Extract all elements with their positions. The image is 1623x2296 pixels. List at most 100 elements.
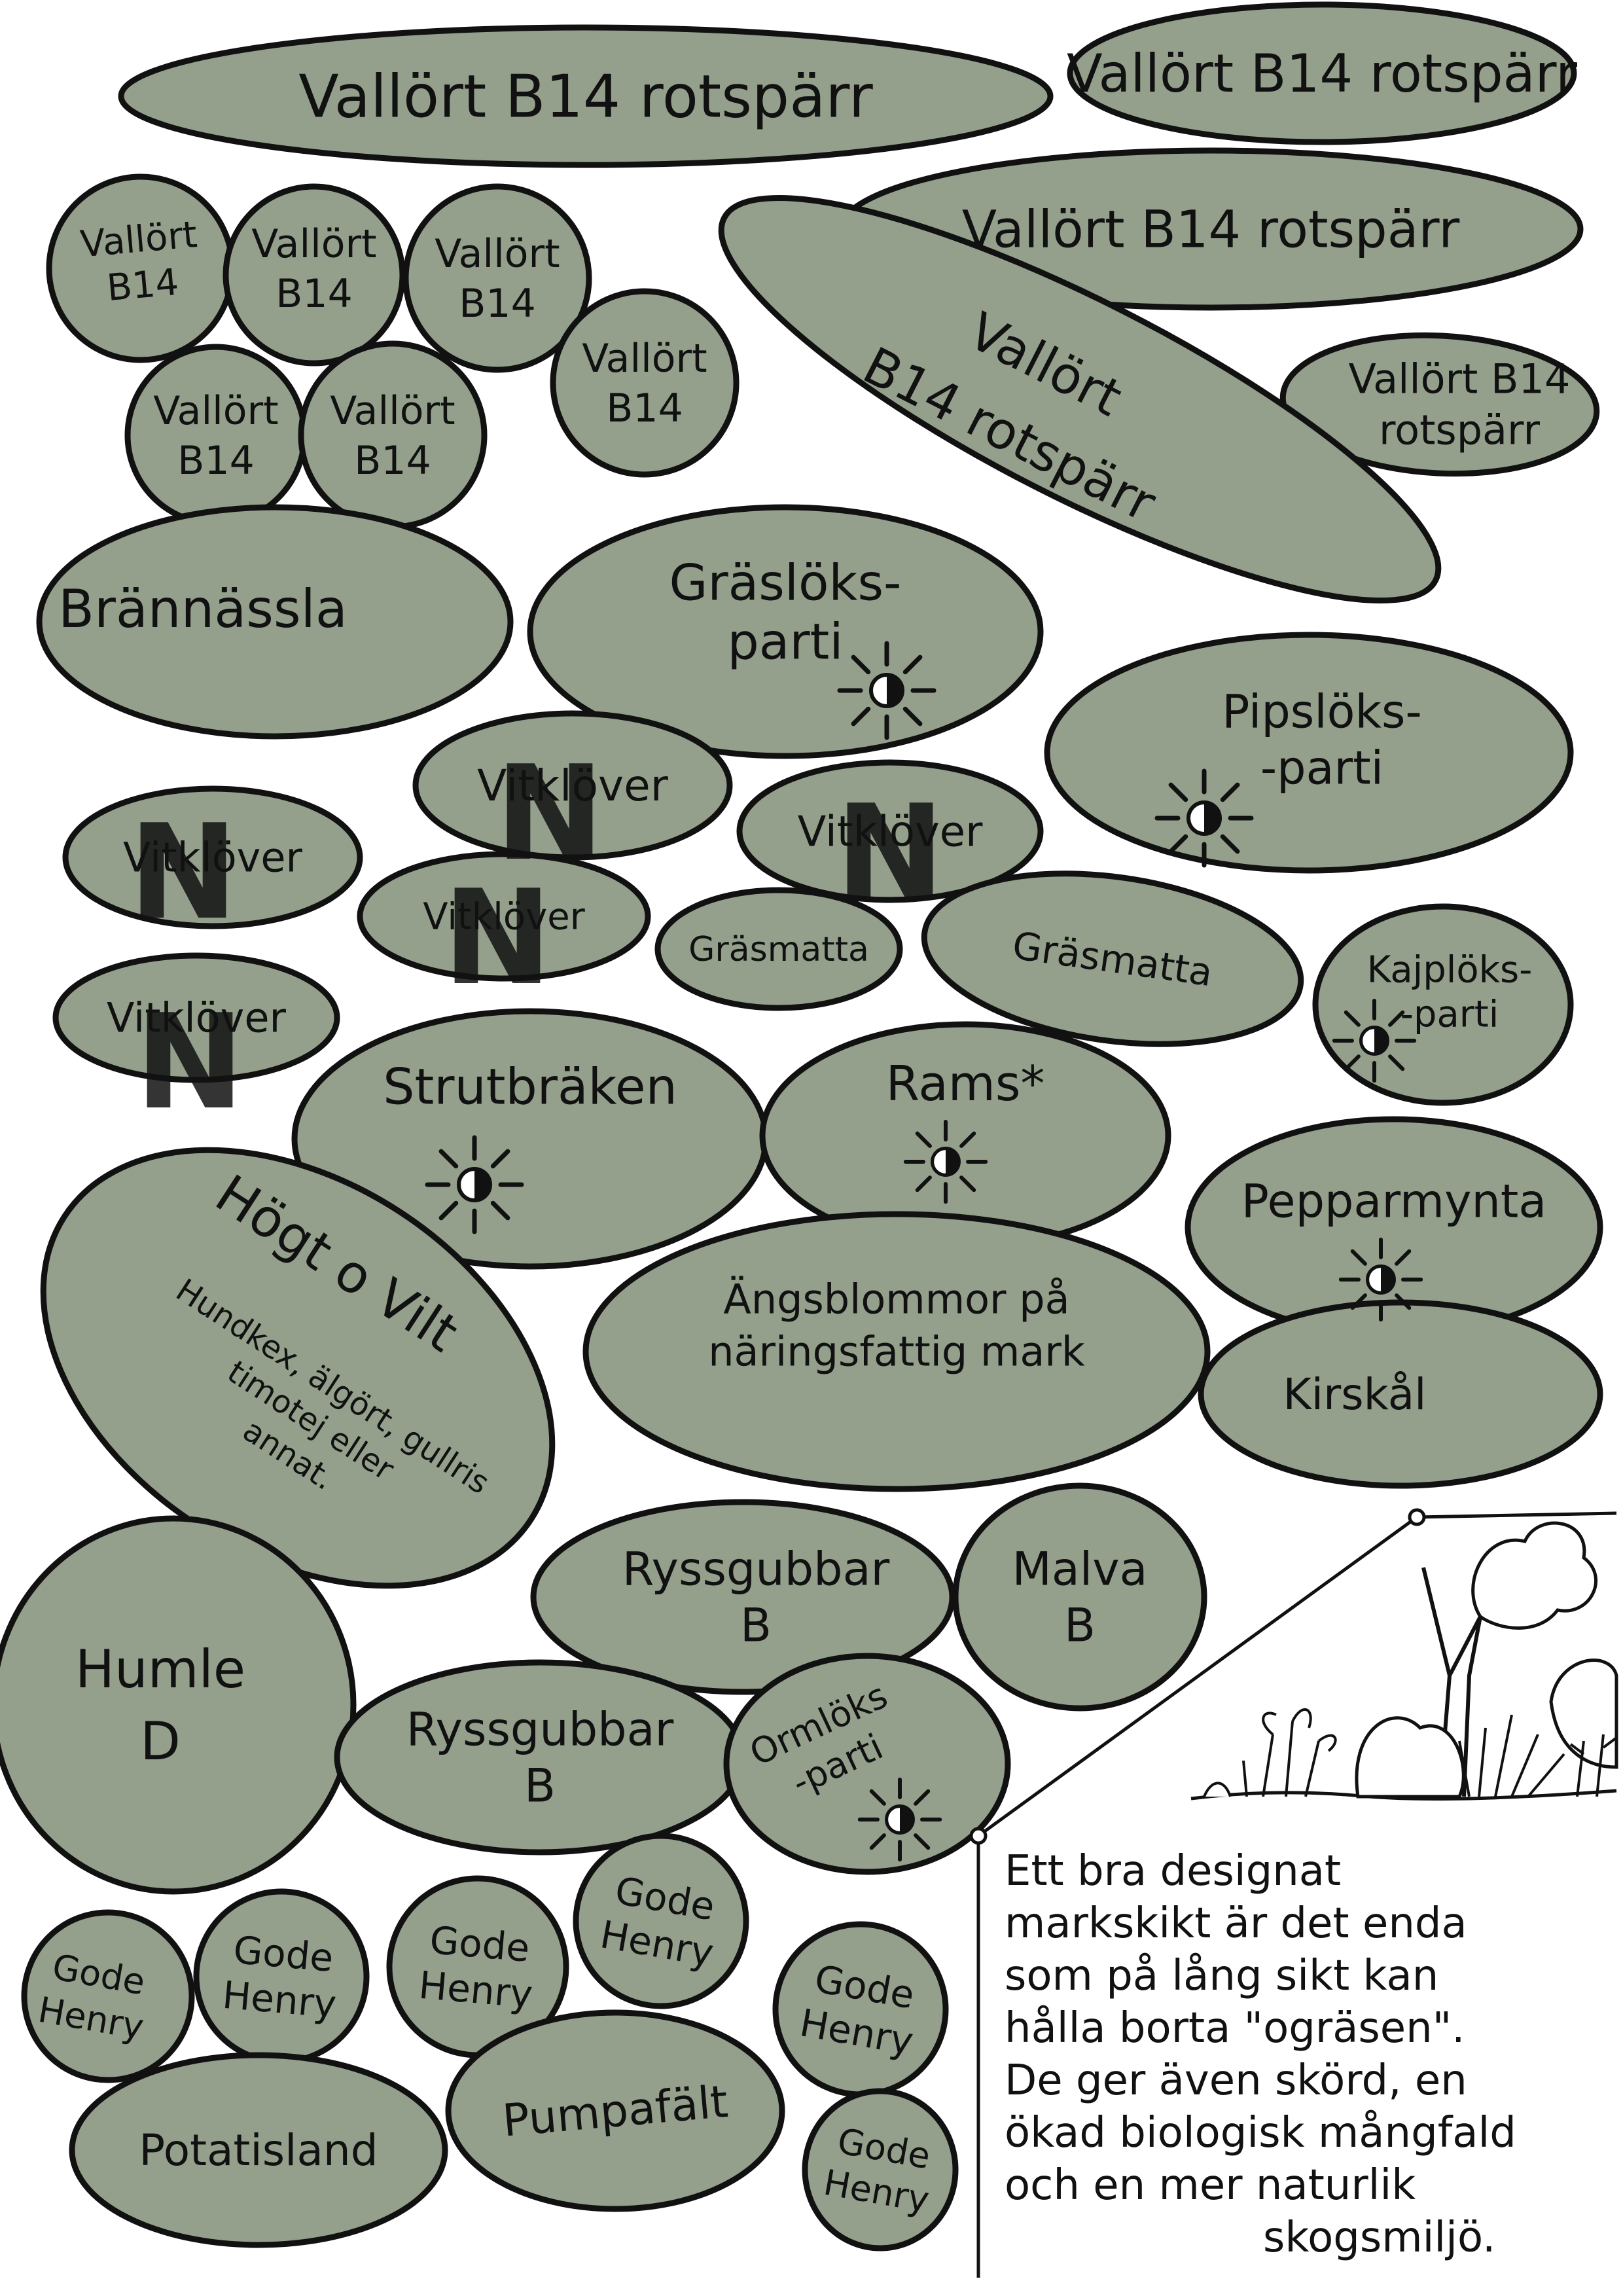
bed-label-vallort-b14-rotsparr: Vallört B14 rotspärr <box>962 200 1460 259</box>
bed-grasmatta <box>654 887 903 1011</box>
bed-label-line: B14 <box>606 386 683 431</box>
bed-label-vitklover: Vitklöver <box>477 761 669 811</box>
bed-label-pepparmynta: Pepparmynta <box>1241 1175 1546 1229</box>
bed-label-vitklover: Vitklöver <box>107 994 286 1042</box>
bed-gode-henry <box>802 2088 959 2251</box>
bed-label-line: Vallört B14 rotspärr <box>298 63 873 132</box>
bed-label-line: B14 <box>276 271 353 317</box>
bed-label-line: Ängsblommor på <box>723 1276 1069 1323</box>
bed-label-line: Brännässla <box>58 579 348 639</box>
bed-vallort-b14-rotsparr <box>1279 332 1600 477</box>
bed-label-line: Henry <box>221 1973 338 2027</box>
bed-label-line: Potatisland <box>139 2125 378 2176</box>
bed-label-line: B <box>740 1599 772 1653</box>
bed-label-line: Vitklöver <box>423 896 585 939</box>
bed-label-vitklover: Vitklöver <box>423 896 585 939</box>
bed-label-grasmatta: Gräsmatta <box>688 930 869 969</box>
sun-icon <box>1338 1237 1423 1322</box>
bed-label-line: B14 <box>105 261 181 310</box>
bed-potatisland <box>69 2052 448 2248</box>
bed-vitklover <box>412 710 733 861</box>
bed-vitklover <box>736 759 1044 903</box>
planting-beds <box>0 1 1603 2251</box>
bed-label-vallort-b14: VallörtB14 <box>79 213 203 312</box>
bed-ryssgubbar-b <box>530 1499 955 1695</box>
bed-label-vallort-b14-rotsparr: Vallört B14 rotspärr <box>298 63 873 132</box>
bed-label-line: Vallört <box>79 213 199 266</box>
sun-icon <box>903 1119 988 1204</box>
nitrogen-mark: N <box>442 862 552 1014</box>
bed-label-line: näringsfattig mark <box>708 1328 1085 1376</box>
bed-label-line: Pipslöks- <box>1222 685 1422 739</box>
bed-grasloks-parti <box>527 504 1044 759</box>
bed-pipsloks-parti <box>1044 632 1574 874</box>
bed-label-line: Rams* <box>886 1056 1045 1112</box>
bed-label-line: B14 <box>459 281 536 327</box>
nitrogen-mark: N <box>135 986 244 1139</box>
bed-label-line: Kirskål <box>1283 1369 1427 1420</box>
bed-label-line: Ryssgubbar <box>406 1703 674 1757</box>
note-line: De ger även skörd, en <box>1005 2056 1467 2105</box>
bed-label-brannassla: Brännässla <box>58 579 348 639</box>
bed-label-gode-henry: GodeHenry <box>221 1927 342 2027</box>
bed-label-line: B <box>1064 1599 1096 1653</box>
bed-gode-henry <box>772 1921 949 2098</box>
bed-label-vitklover: Vitklöver <box>123 834 302 882</box>
bed-label-vitklover: Vitklöver <box>798 808 984 856</box>
bed-angsblommor-pa-naringsfattig-mark <box>582 1211 1211 1492</box>
forest-garden-illustration-icon <box>969 1508 1618 2278</box>
note-line: markskikt är det enda <box>1005 1899 1467 1948</box>
bed-label-strutbraken: Strutbräken <box>383 1058 677 1116</box>
bed-label-line: Pepparmynta <box>1241 1175 1546 1229</box>
nitrogen-mark: N <box>495 738 604 890</box>
bed-label-line: -parti <box>1260 742 1383 795</box>
bed-label-angsblommor-pa-naringsfattig-mark: Ängsblommor på näringsfattig mark <box>708 1276 1085 1376</box>
bed-label-line: Vallört <box>582 336 707 382</box>
sun-icon <box>837 641 936 740</box>
note-line: skogsmiljö. <box>1263 2214 1495 2262</box>
bed-label-line: parti <box>728 613 844 671</box>
bed-gode-henry <box>193 1888 370 2065</box>
bed-label-line: D <box>140 1711 181 1772</box>
bed-label-line: Kajplöks- <box>1367 949 1533 992</box>
bed-label-line: Henry <box>417 1963 534 2017</box>
bed-label-kajploks-parti: Kajplöks--parti <box>1367 949 1533 1036</box>
sun-icons <box>425 641 1423 1862</box>
bed-label-line: Vitklöver <box>477 761 669 811</box>
bed-malva-b <box>952 1482 1207 1712</box>
sun-icon <box>1154 768 1254 868</box>
bed-vallort-b14 <box>298 340 488 530</box>
bed-label-kirskal: Kirskål <box>1283 1369 1427 1420</box>
bed-brannassla <box>36 504 514 740</box>
bed-label-line: Vallört <box>330 388 455 434</box>
bed-label-line: Gräslöks- <box>669 554 902 612</box>
bed-vitklover <box>357 851 651 982</box>
note-line: hålla borta "ogräsen". <box>1005 2004 1465 2053</box>
bed-label-line: rotspärr <box>1379 406 1540 454</box>
bed-label-line: Vallört <box>251 221 376 267</box>
bed-vallort-b14-rotsparr <box>118 24 1054 168</box>
bed-label-line: Gode <box>232 1928 335 1981</box>
bed-label-line: Vitklöver <box>798 808 984 856</box>
bed-label-line: Vallört B14 rotspärr <box>1067 43 1577 104</box>
bed-gode-henry <box>21 1909 195 2083</box>
bed-vitklover <box>62 785 363 929</box>
bed-label-line: Humle <box>75 1639 245 1700</box>
bed-label-line: B14 <box>354 438 431 484</box>
bed-label-pipsloks-parti: Pipslöks--parti <box>1222 685 1422 795</box>
bed-vallort-b14-rotsparr <box>718 195 1442 603</box>
sun-icon <box>1332 998 1417 1083</box>
bed-vallort-b14 <box>124 344 308 527</box>
note-line: som på lång sikt kan <box>1005 1952 1438 2000</box>
bed-label-potatisland: Potatisland <box>139 2125 378 2176</box>
bed-humle-d <box>0 1515 357 1895</box>
note-line: och en mer naturlik <box>1005 2161 1416 2210</box>
